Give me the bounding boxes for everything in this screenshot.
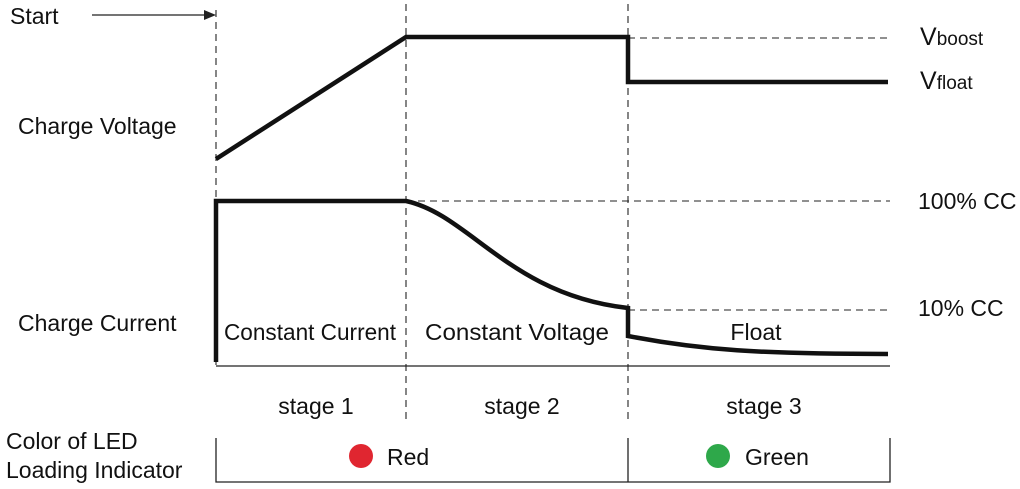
vfloat-label: Vfloat bbox=[920, 67, 973, 95]
start-arrow-head bbox=[204, 10, 216, 20]
start-label: Start bbox=[10, 3, 59, 29]
mode-constant-voltage: Constant Voltage bbox=[425, 319, 609, 345]
cc10-label: 10% CC bbox=[918, 295, 1004, 321]
mode-constant-current: Constant Current bbox=[224, 319, 397, 345]
charge-current-label: Charge Current bbox=[18, 310, 177, 336]
green-led-label: Green bbox=[745, 444, 809, 470]
red-led-icon bbox=[349, 444, 373, 468]
stage-3-label: stage 3 bbox=[726, 393, 801, 419]
red-led-label: Red bbox=[387, 444, 429, 470]
green-led-icon bbox=[706, 444, 730, 468]
stage-2-label: stage 2 bbox=[484, 393, 559, 419]
charge-current-curve bbox=[213, 198, 889, 362]
led-bracket bbox=[215, 438, 891, 483]
stage-1-label: stage 1 bbox=[278, 393, 353, 419]
charge-voltage-label: Charge Voltage bbox=[18, 113, 177, 139]
vboost-label: Vboost bbox=[920, 23, 984, 51]
led-label-line2: Loading Indicator bbox=[6, 457, 183, 483]
mode-float: Float bbox=[730, 319, 782, 345]
charge-voltage-curve bbox=[214, 34, 888, 161]
cc100-label: 100% CC bbox=[918, 188, 1016, 214]
led-label-line1: Color of LED bbox=[6, 428, 138, 454]
